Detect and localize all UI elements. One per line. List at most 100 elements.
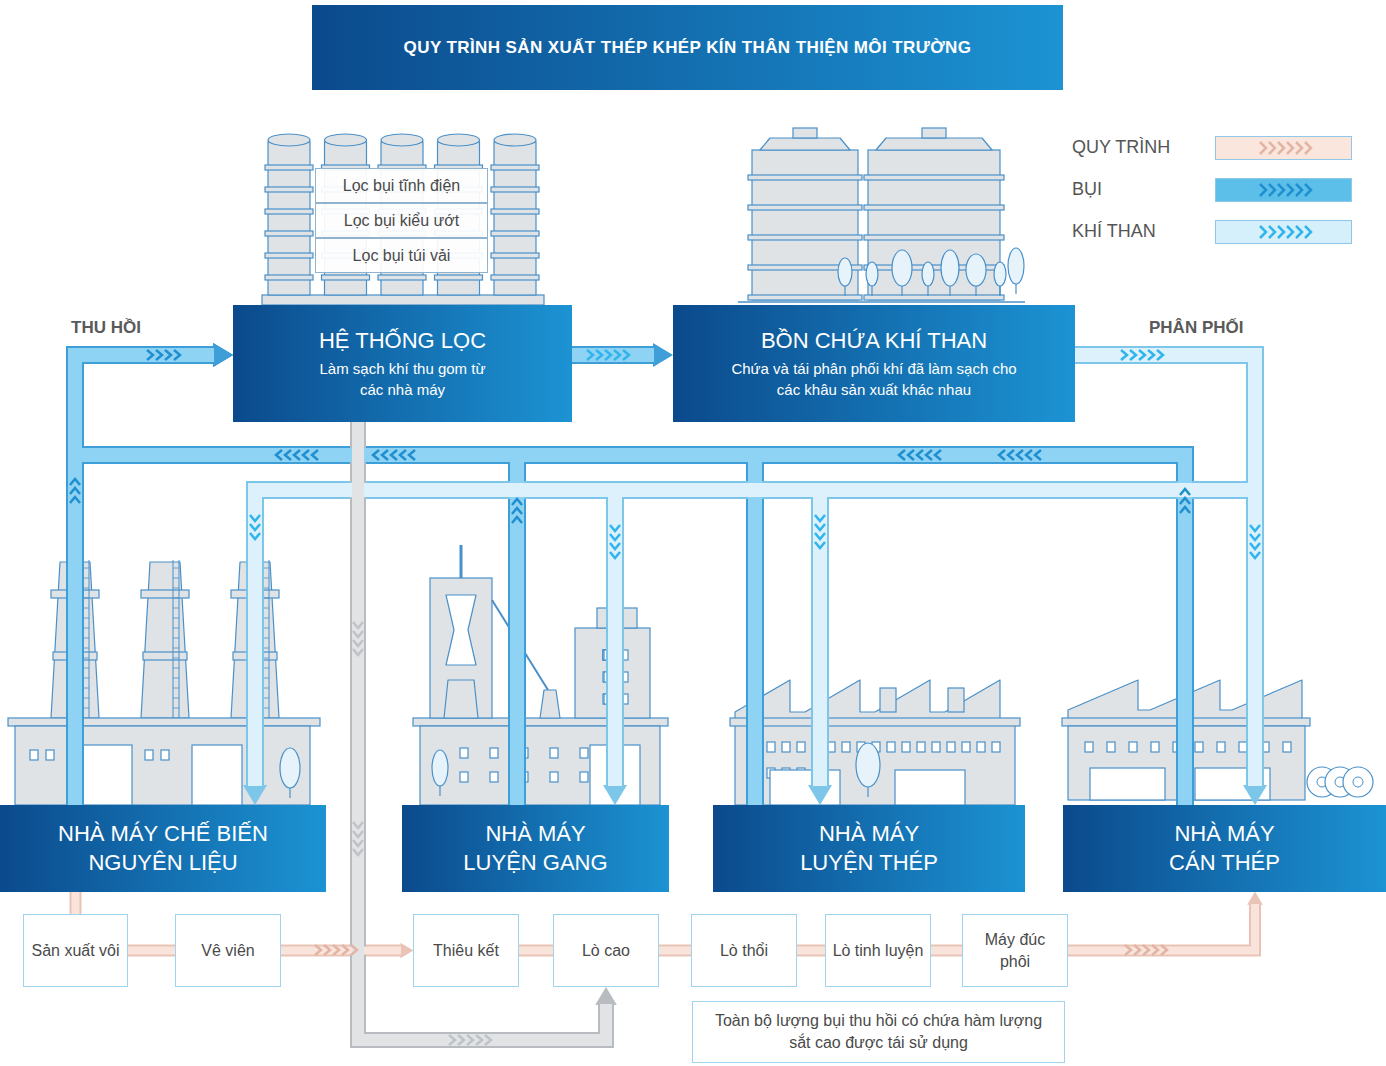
flow-chevron	[1250, 525, 1260, 531]
structure-line	[269, 560, 270, 718]
tree	[280, 748, 300, 788]
tower-band	[265, 253, 313, 258]
tank-band	[864, 235, 1004, 240]
dust-pipe	[75, 355, 1185, 805]
flow-chevron	[587, 350, 593, 360]
node-heading: HỆ THỐNG LỌC	[319, 327, 486, 355]
window	[1217, 742, 1225, 752]
flow-chevron	[623, 350, 629, 360]
flow-chevron	[1250, 534, 1260, 540]
structure-line	[173, 648, 179, 649]
flow-chevron	[250, 524, 260, 530]
flow-chevron	[512, 508, 522, 514]
flow-chevron	[351, 945, 357, 955]
pipe-cores	[75, 355, 1255, 1040]
node-heading: Lọc bụi tĩnh điện	[343, 177, 460, 195]
filter-label: Lọc bụi tĩnh điện	[315, 168, 488, 203]
flow-chevron	[353, 831, 363, 837]
node-heading: Vê viên	[201, 940, 254, 962]
chevron	[1260, 142, 1266, 154]
flow-chevron	[512, 499, 522, 505]
roof	[413, 718, 668, 726]
system-box: BỒN CHỨA KHÍ THANChứa và tái phân phối k…	[673, 305, 1075, 422]
dust-pipe	[572, 346, 654, 364]
flow-chevron	[999, 450, 1005, 460]
flow-chevron	[353, 822, 363, 828]
structure-line	[173, 568, 179, 569]
process-box: Máy đúc phôi	[962, 914, 1068, 987]
door	[895, 770, 965, 805]
chevron	[1278, 184, 1284, 196]
roof	[8, 718, 320, 726]
flow-chevron	[614, 350, 620, 360]
node-heading: Lò cao	[582, 940, 630, 962]
proc-pipe	[1068, 904, 1255, 951]
tree	[941, 250, 959, 286]
structure-line	[460, 545, 463, 578]
pipe-core	[75, 355, 755, 805]
tower-band	[265, 165, 313, 170]
filter-label: Lọc bụi túi vải	[315, 238, 488, 273]
door	[192, 745, 242, 805]
structure-line	[173, 698, 179, 699]
legend-row: BỤI	[1072, 178, 1362, 204]
pipe-core	[797, 947, 825, 955]
window	[782, 742, 790, 752]
tower-band	[491, 231, 539, 236]
proc-pipe	[128, 945, 175, 957]
chimney-ring	[141, 590, 189, 598]
node-heading: Lò tinh luyện	[833, 940, 924, 962]
window	[490, 772, 498, 782]
flow-chevron	[353, 622, 363, 628]
tree	[966, 254, 986, 286]
tank-band	[864, 295, 1004, 300]
tower-cap	[438, 134, 480, 146]
window	[992, 742, 1000, 752]
window	[917, 742, 925, 752]
window	[1107, 742, 1115, 752]
structure-line	[173, 688, 179, 689]
node-heading: BỒN CHỨA KHÍ THAN	[761, 327, 987, 355]
flow-chevron	[303, 450, 309, 460]
window	[580, 772, 588, 782]
flow-chevron	[1161, 945, 1167, 955]
flow-chevron	[1130, 350, 1136, 360]
diagram-title: QUY TRÌNH SẢN XUẤT THÉP KHÉP KÍN THÂN TH…	[404, 38, 972, 58]
flow-chevron	[610, 552, 620, 558]
steel-coil	[1343, 767, 1373, 797]
tree	[892, 250, 912, 286]
window	[842, 742, 850, 752]
door	[770, 770, 840, 805]
structure-line	[738, 301, 1025, 303]
flow-chevron	[1121, 350, 1127, 360]
legend-swatch	[1215, 136, 1352, 160]
window	[46, 750, 54, 760]
window	[977, 742, 985, 752]
pipe-core	[659, 947, 691, 955]
tower-cap	[381, 134, 423, 146]
flow-chevron	[342, 945, 348, 955]
gas-tank	[752, 150, 858, 300]
node-body: Làm sạch khí thu gom từ các nhà máy	[315, 358, 490, 400]
flow-chevron	[353, 631, 363, 637]
swatch-chevrons	[1216, 179, 1351, 201]
chevron	[1305, 226, 1311, 238]
chimney-ring	[143, 652, 187, 660]
chevron	[1278, 226, 1284, 238]
window	[30, 750, 38, 760]
chevron	[1269, 142, 1275, 154]
furnace-base	[444, 680, 478, 718]
structure-line	[173, 658, 179, 659]
legend-text: BỤI	[1072, 179, 1102, 200]
dust-pipe	[75, 355, 517, 805]
coil-core	[1353, 777, 1363, 787]
flow-chevron	[165, 350, 171, 360]
legend-swatch	[1215, 178, 1352, 202]
flow-chevron	[815, 524, 825, 530]
flow-chevron	[1035, 450, 1041, 460]
factory-box: NHÀ MÁY LUYỆN GANG	[402, 805, 669, 892]
tower-cap	[268, 134, 310, 146]
flow-chevron	[156, 350, 162, 360]
flow-chevron	[353, 849, 363, 855]
